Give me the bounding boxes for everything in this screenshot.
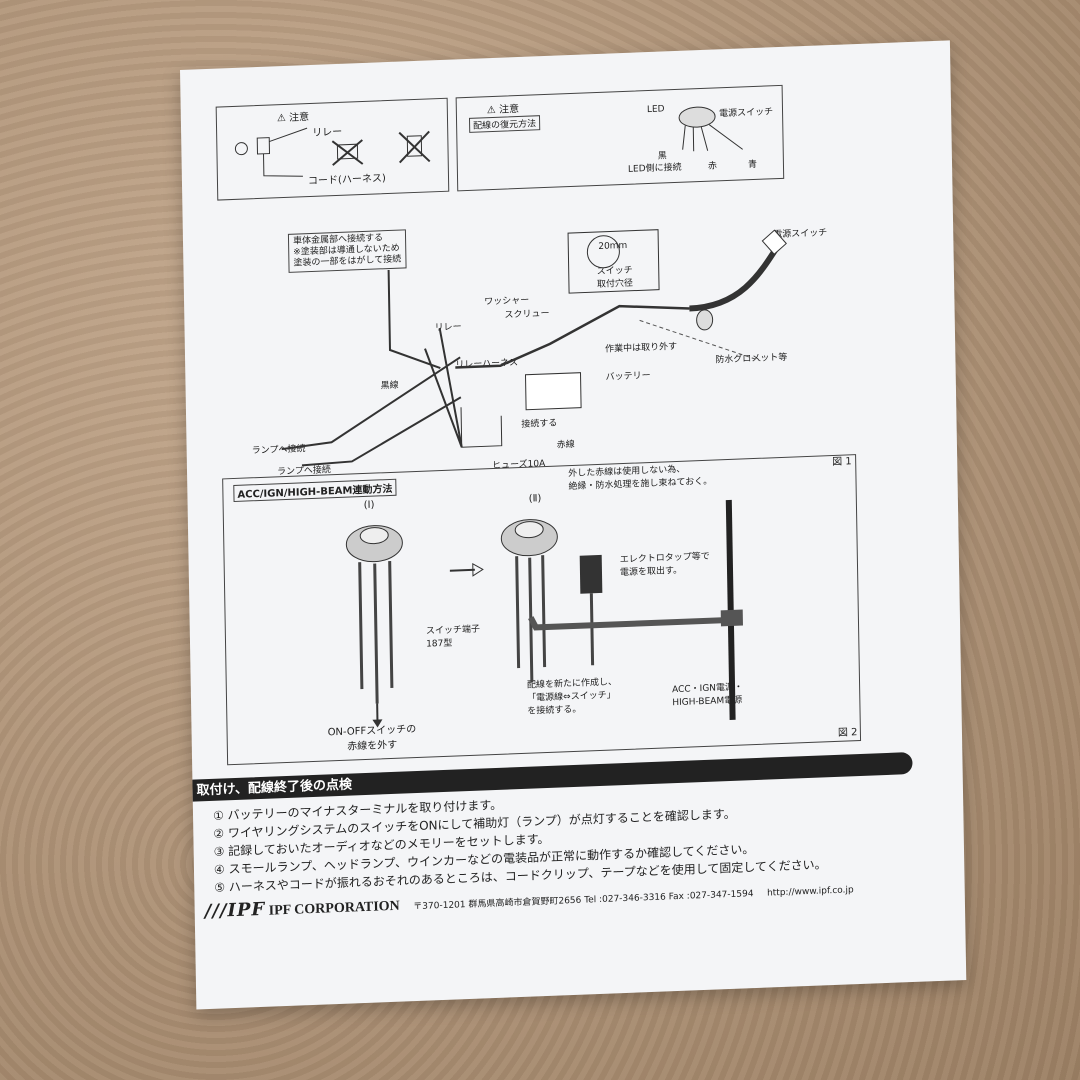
- switch-wire-drawing: [678, 106, 743, 152]
- ipf-logo: ///IPF: [204, 898, 266, 923]
- instruction-sheet: ⚠ 注意 リレー コード(ハーネス) ⚠ 注意 配線の復元方法 LED 電源スイ…: [180, 40, 967, 1010]
- relay-caution-drawing: [234, 127, 431, 177]
- company-url: http://www.ipf.co.jp: [766, 885, 854, 899]
- figure-1: 車体金属部へ接続する ※塗装部は導通しないため 塗装の一部をはがして接続 ワッシ…: [217, 182, 853, 477]
- company-name: IPF CORPORATION: [268, 898, 400, 919]
- company-address: 〒370-1201 群馬県高崎市倉賀野町2656 Tel :027-346-33…: [413, 889, 754, 913]
- caution-box-restore: ⚠ 注意 配線の復元方法 LED 電源スイッチ 黒 LED側に接続 赤 青: [455, 84, 785, 192]
- caution-box-relay: ⚠ 注意 リレー コード(ハーネス): [215, 97, 450, 201]
- wiring-diagram: [281, 229, 787, 467]
- figure-2: ACC/IGN/HIGH-BEAM連動方法 (Ⅰ) (Ⅱ) ON-OFFスイッチ…: [222, 454, 862, 766]
- switch-diagram: [345, 499, 743, 728]
